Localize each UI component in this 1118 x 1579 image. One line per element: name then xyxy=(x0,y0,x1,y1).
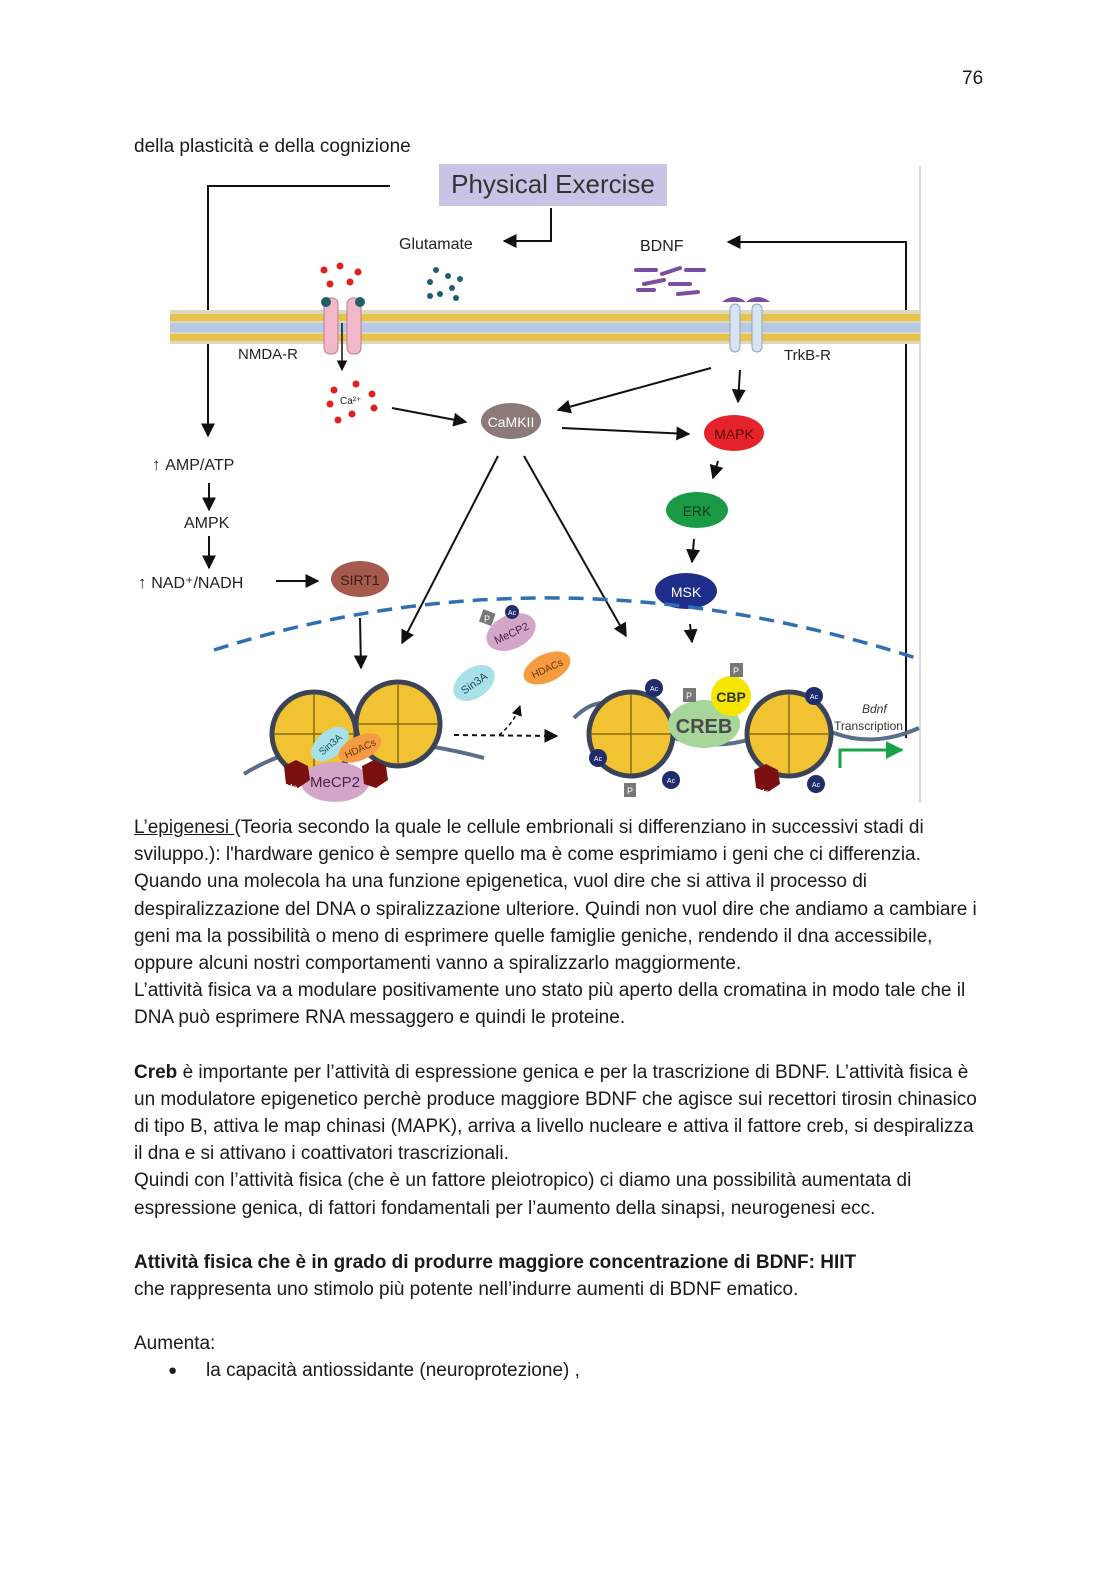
floating-repressor-complex: MeCP2 P Ac Sin3A HDACs xyxy=(453,605,571,702)
benefits-list: la capacità antiossidante (neuroprotezio… xyxy=(134,1357,984,1384)
physical-exercise-box: Physical Exercise xyxy=(439,164,667,206)
cell-membrane xyxy=(170,310,920,344)
page-number: 76 xyxy=(962,68,984,89)
intro-line: della plasticità e della cognizione xyxy=(134,136,411,157)
svg-text:Me: Me xyxy=(286,783,298,792)
paragraph-pleiotropico: Quindi con l’attività fisica (che è un f… xyxy=(134,1170,912,1219)
svg-text:P: P xyxy=(484,614,490,624)
svg-text:P: P xyxy=(686,691,692,701)
svg-text:Ac: Ac xyxy=(594,756,603,763)
msk-node: MSK xyxy=(655,573,717,609)
amp-atp-label: ↑ AMP/ATP xyxy=(152,455,234,474)
calcium-dots-intracellular xyxy=(326,380,378,424)
svg-text:Me: Me xyxy=(368,789,380,798)
nmda-label: NMDA-R xyxy=(238,346,298,363)
svg-text:MAPK: MAPK xyxy=(714,426,754,442)
svg-text:Ac: Ac xyxy=(810,694,819,701)
paragraph-aumenta: Aumenta: xyxy=(134,1333,216,1355)
nuclear-envelope xyxy=(213,596,917,660)
svg-text:ERK: ERK xyxy=(683,503,712,519)
svg-text:Me: Me xyxy=(758,788,770,797)
paragraph-attivita-fisica: L’attività fisica va a modulare positiva… xyxy=(134,980,966,1029)
exercise-bdnf-diagram: Physical Exercise Glutamate BDNF xyxy=(134,158,934,808)
trkb-receptor xyxy=(722,297,770,353)
nmda-receptor xyxy=(321,297,365,372)
open-chromatin: CREB CBP P P Ac Ac Ac Ac Ac P Me xyxy=(572,663,920,797)
svg-text:CaMKII: CaMKII xyxy=(488,414,535,430)
paragraph-creb: Creb è importante per l’attività di espr… xyxy=(134,1061,977,1165)
svg-text:Ac: Ac xyxy=(667,778,676,785)
glutamate-label: Glutamate xyxy=(399,236,473,253)
body-text: L’epigenesi (Teoria secondo la quale le … xyxy=(134,814,984,1385)
svg-text:Ac: Ac xyxy=(508,610,517,617)
title-label: Physical Exercise xyxy=(451,169,655,199)
svg-text:P: P xyxy=(733,666,739,676)
bdnf-gene-label: Bdnf xyxy=(862,702,888,716)
paragraph-hiit: che rappresenta uno stimolo più potente … xyxy=(134,1279,799,1301)
calcium-dots-extracellular xyxy=(320,262,362,288)
svg-text:Ac: Ac xyxy=(650,686,659,693)
svg-text:MeCP2: MeCP2 xyxy=(310,774,360,791)
calcium-label: Ca²⁺ xyxy=(340,396,361,407)
ampk-label: AMPK xyxy=(184,515,230,532)
svg-text:CREB: CREB xyxy=(676,716,733,738)
paragraph-hiit-heading: Attività fisica che è in grado di produr… xyxy=(134,1251,857,1273)
svg-text:SIRT1: SIRT1 xyxy=(340,572,380,588)
svg-text:Ac: Ac xyxy=(812,782,821,789)
svg-text:CBP: CBP xyxy=(716,689,746,705)
list-item: la capacità antiossidante (neuroprotezio… xyxy=(134,1357,984,1384)
mapk-node: MAPK xyxy=(704,415,764,451)
epigenesi-link[interactable]: L’epigenesi xyxy=(134,817,235,838)
transcription-arrow xyxy=(838,741,904,768)
sirt1-node: SIRT1 xyxy=(331,561,389,597)
glutamate-molecules xyxy=(427,267,463,301)
bdnf-molecules xyxy=(634,266,706,296)
closed-chromatin: MeCP2 Sin3A HDACs Me Me xyxy=(242,679,485,802)
nad-nadh-label: ↑ NAD⁺/NADH xyxy=(138,573,243,592)
camkii-node: CaMKII xyxy=(481,403,541,439)
trkb-label: TrkB-R xyxy=(784,347,831,364)
bdnf-label: BDNF xyxy=(640,238,684,255)
paragraph-epigenesi: L’epigenesi (Teoria secondo la quale le … xyxy=(134,817,977,975)
svg-text:P: P xyxy=(627,786,633,796)
transcription-label: Transcription xyxy=(834,719,903,733)
signaling-arrows xyxy=(202,367,746,670)
erk-node: ERK xyxy=(666,492,728,528)
svg-text:MSK: MSK xyxy=(671,584,702,600)
